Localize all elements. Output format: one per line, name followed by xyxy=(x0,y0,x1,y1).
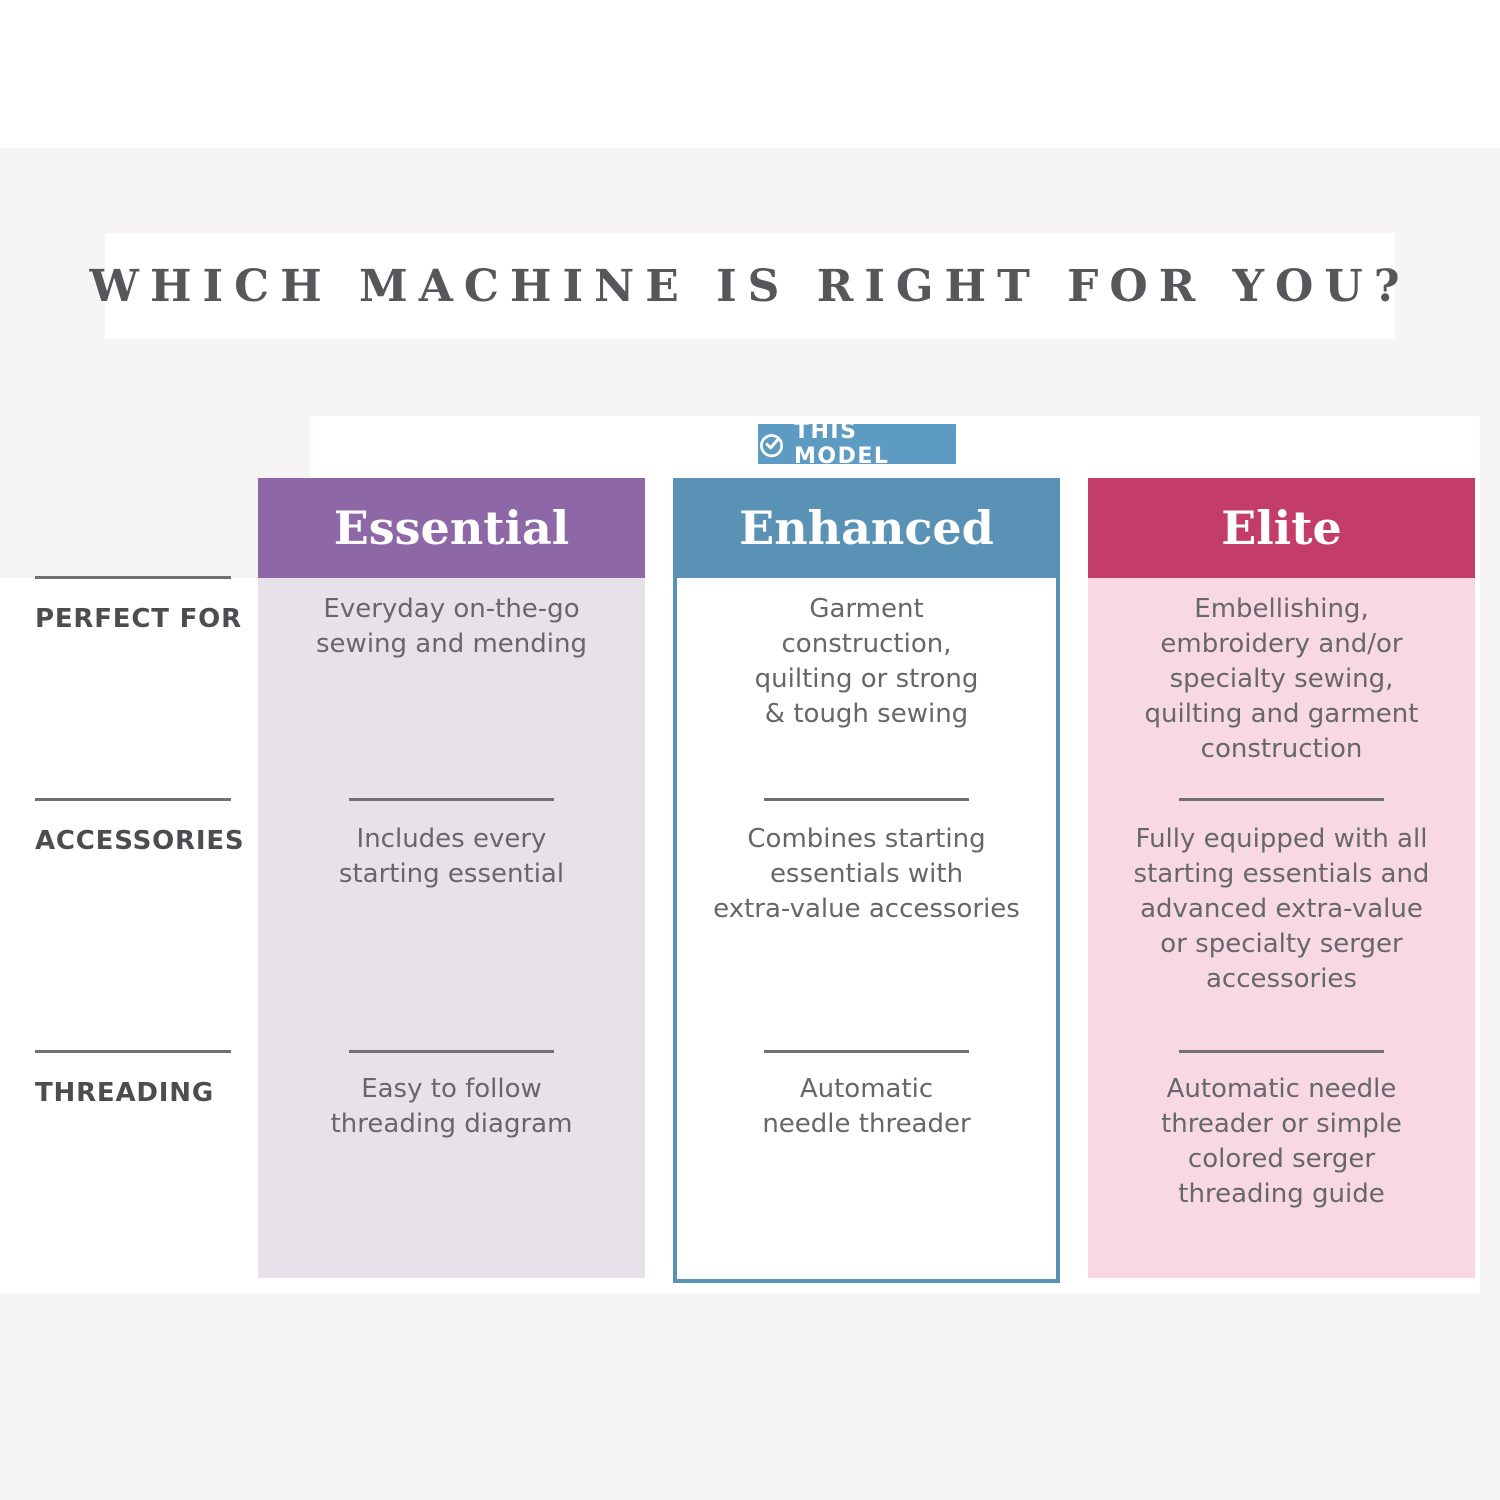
column-body-essential xyxy=(258,578,645,1278)
cell-elite-perfect-for: Embellishing, embroidery and/or specialt… xyxy=(1144,594,1419,764)
cell-elite-threading: Automatic needle threader or simple colo… xyxy=(1161,1074,1402,1209)
row-label-threading: THREADING xyxy=(35,1078,214,1108)
cell-divider xyxy=(349,1050,554,1053)
cell-essential-threading: Easy to follow threading diagram xyxy=(330,1074,573,1139)
title-banner: WHICH MACHINE IS RIGHT FOR YOU? xyxy=(90,233,1399,339)
row-divider-threading xyxy=(35,1050,231,1053)
column-body-enhanced xyxy=(673,578,1060,1283)
cell-enhanced-threading: Automatic needle threader xyxy=(762,1074,971,1139)
column-header-essential: Essential xyxy=(258,478,645,578)
cell-enhanced-accessories: Combines starting essentials with extra-… xyxy=(713,824,1020,924)
cell-divider xyxy=(1179,1050,1384,1053)
column-header-elite: Elite xyxy=(1088,478,1475,578)
cell-enhanced-perfect-for: Garment construction, quilting or strong… xyxy=(754,594,979,729)
check-circle-icon xyxy=(758,431,785,458)
page-title: WHICH MACHINE IS RIGHT FOR YOU? xyxy=(89,260,1411,312)
this-model-badge: THIS MODEL xyxy=(758,419,956,469)
row-label-accessories: ACCESSORIES xyxy=(35,826,245,856)
cell-divider xyxy=(764,1050,969,1053)
row-divider-accessories xyxy=(35,798,231,801)
cell-divider xyxy=(349,798,554,801)
row-label-perfect-for: PERFECT FOR xyxy=(35,604,242,634)
row-divider-perfect-for xyxy=(35,576,231,579)
cell-essential-accessories: Includes every starting essential xyxy=(338,824,565,889)
cell-essential-perfect-for: Everyday on-the-go sewing and mending xyxy=(316,594,587,659)
column-body-elite xyxy=(1088,578,1475,1278)
cell-divider xyxy=(1179,798,1384,801)
cell-elite-accessories: Fully equipped with all starting essenti… xyxy=(1133,824,1430,994)
cell-divider xyxy=(764,798,969,801)
badge-label: THIS MODEL xyxy=(794,419,890,469)
column-header-enhanced: Enhanced xyxy=(673,478,1060,578)
